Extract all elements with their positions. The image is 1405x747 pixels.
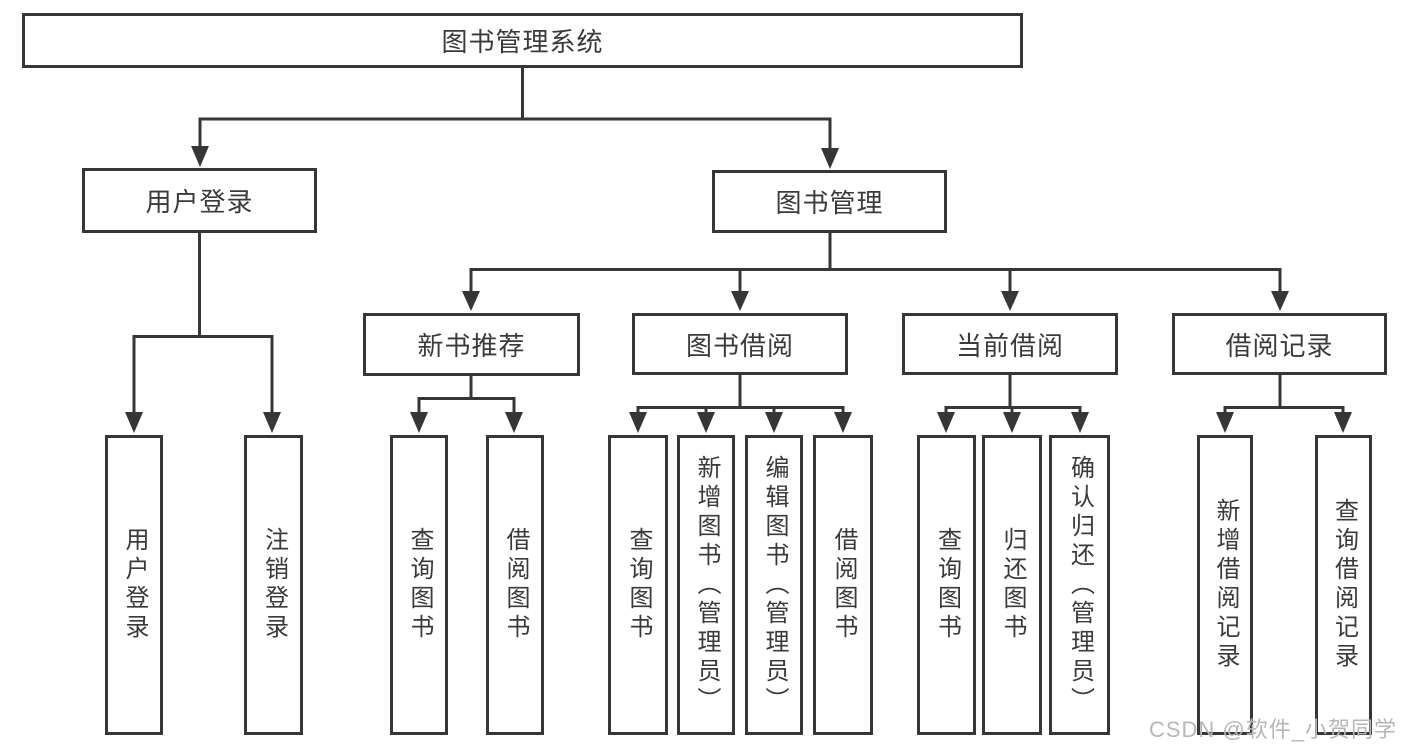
leaf-user-login: 用户登录 <box>105 435 163 735</box>
node-user-login-label: 用户登录 <box>145 187 254 217</box>
leaf-user-login-label: 用户登录 <box>121 527 148 643</box>
arrowheads-borrow-records <box>1216 412 1352 433</box>
leaf-records-add-record-label: 新增借阅记录 <box>1212 498 1239 672</box>
leaf-records-query-record-label: 查询借阅记录 <box>1330 498 1358 672</box>
arrowheads-new-book <box>410 412 523 433</box>
leaf-current-query-books: 查询图书 <box>917 435 976 735</box>
node-root: 图书管理系统 <box>22 13 1023 68</box>
node-book-management-label: 图书管理 <box>775 188 884 218</box>
leaf-logout-label: 注销登录 <box>260 527 288 643</box>
leaf-borrow-add-books-admin: 新增图书（管理员） <box>677 435 735 735</box>
leaf-current-confirm-return-admin-label: 确认归还（管理员） <box>1066 454 1094 716</box>
leaf-records-add-record: 新增借阅记录 <box>1197 435 1253 735</box>
leaf-current-query-books-label: 查询图书 <box>933 527 961 643</box>
leaf-borrow-query-books: 查询图书 <box>608 435 668 735</box>
node-current-borrow: 当前借阅 <box>902 313 1118 375</box>
node-book-borrow: 图书借阅 <box>632 313 848 375</box>
connector-new-book-to-leaves <box>417 376 516 415</box>
node-book-borrow-label: 图书借阅 <box>685 330 794 361</box>
node-new-book-recommend: 新书推荐 <box>363 313 580 376</box>
leaf-current-return-books: 归还图书 <box>982 435 1042 735</box>
leaf-borrow-borrow-books-label: 借阅图书 <box>830 527 857 643</box>
leaf-borrow-query-books-label: 查询图书 <box>625 527 652 643</box>
leaf-logout: 注销登录 <box>244 435 303 735</box>
connector-borrow-records-to-leaves <box>1223 375 1345 415</box>
connector-book-borrow-to-leaves <box>636 375 845 415</box>
arrowheads-level3 <box>462 291 1289 311</box>
leaf-newbook-query-books-label: 查询图书 <box>406 527 433 643</box>
connector-user-login-to-leaves <box>132 233 274 415</box>
leaf-newbook-borrow-books-label: 借阅图书 <box>502 527 529 643</box>
node-borrow-records-label: 借阅记录 <box>1225 330 1334 361</box>
leaf-borrow-edit-books-admin: 编辑图书（管理员） <box>745 435 803 735</box>
node-root-label: 图书管理系统 <box>441 27 604 57</box>
arrowheads-user-login <box>125 412 281 433</box>
connector-current-borrow-to-leaves <box>944 375 1082 415</box>
connector-root-to-level2 <box>198 68 832 150</box>
arrowheads-current-borrow <box>937 412 1089 433</box>
node-book-management: 图书管理 <box>712 170 947 233</box>
leaf-current-confirm-return-admin: 确认归还（管理员） <box>1049 435 1110 735</box>
leaf-newbook-query-books: 查询图书 <box>390 435 448 735</box>
arrowheads-level2 <box>191 146 839 169</box>
node-user-login: 用户登录 <box>82 168 317 233</box>
leaf-current-return-books-label: 归还图书 <box>999 527 1026 643</box>
leaf-borrow-add-books-admin-label: 新增图书（管理员） <box>693 454 720 716</box>
connector-book-management-to-level3 <box>469 233 1282 294</box>
arrowheads-book-borrow <box>629 412 852 433</box>
leaf-borrow-borrow-books: 借阅图书 <box>813 435 873 735</box>
node-current-borrow-label: 当前借阅 <box>955 330 1064 361</box>
csdn-watermark: CSDN @软件_小贺同学 <box>1148 717 1397 742</box>
leaf-borrow-edit-books-admin-label: 编辑图书（管理员） <box>761 454 788 716</box>
leaf-newbook-borrow-books: 借阅图书 <box>486 435 544 735</box>
node-new-book-recommend-label: 新书推荐 <box>417 331 526 361</box>
node-borrow-records: 借阅记录 <box>1172 313 1387 375</box>
leaf-records-query-record: 查询借阅记录 <box>1315 435 1372 735</box>
